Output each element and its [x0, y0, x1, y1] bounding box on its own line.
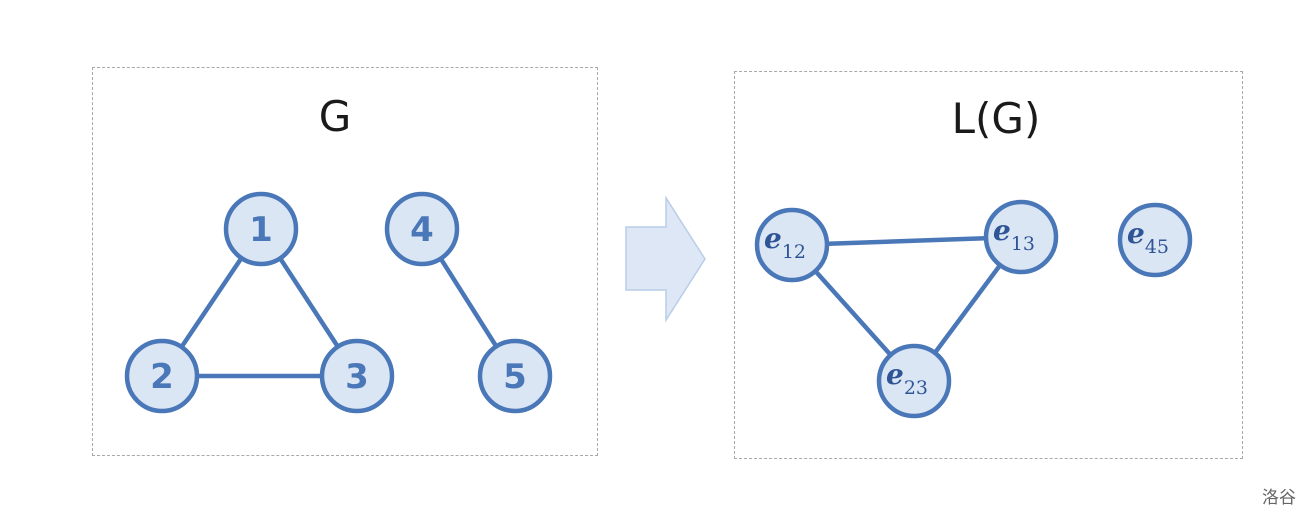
node-letter: e — [886, 358, 904, 391]
graph-g-title: G — [318, 92, 352, 141]
edge-e12-e13 — [791, 234, 1022, 248]
node-circle — [223, 191, 299, 267]
node-e12: e12 — [754, 207, 830, 283]
node-e45: e45 — [1117, 202, 1193, 278]
node-subscript: 12 — [782, 241, 806, 263]
line-graph-title: L(G) — [951, 94, 1041, 143]
node-label: 5 — [503, 357, 527, 397]
graph-g-panel — [92, 67, 598, 456]
node-circle — [1117, 202, 1193, 278]
node-circle — [384, 191, 460, 267]
node-subscript: 45 — [1145, 236, 1169, 258]
node-letter: e — [764, 222, 782, 255]
watermark: 洛谷 — [1262, 488, 1296, 508]
node-4: 4 — [384, 191, 460, 267]
node-subscript: 23 — [904, 377, 928, 399]
node-subscript: 13 — [1011, 233, 1035, 255]
node-circle — [477, 338, 553, 414]
node-circle — [983, 199, 1059, 275]
node-circle — [319, 338, 395, 414]
node-e13: e13 — [983, 199, 1059, 275]
node-circle — [876, 343, 952, 419]
node-label: 2 — [150, 357, 174, 397]
node-1: 1 — [223, 191, 299, 267]
node-label: e45 — [1127, 217, 1169, 258]
node-label: e23 — [886, 358, 928, 399]
node-circle — [124, 338, 200, 414]
node-letter: e — [993, 214, 1011, 247]
node-label: 1 — [249, 210, 273, 250]
node-label: e13 — [993, 214, 1035, 255]
node-3: 3 — [319, 338, 395, 414]
node-5: 5 — [477, 338, 553, 414]
node-label: 3 — [345, 357, 369, 397]
node-2: 2 — [124, 338, 200, 414]
node-label: 4 — [410, 210, 434, 250]
line-graph-panel — [734, 71, 1243, 459]
node-circle — [754, 207, 830, 283]
node-letter: e — [1127, 217, 1145, 250]
node-e23: e23 — [876, 343, 952, 419]
transform-arrow-icon — [625, 195, 706, 323]
node-label: e12 — [764, 222, 806, 263]
